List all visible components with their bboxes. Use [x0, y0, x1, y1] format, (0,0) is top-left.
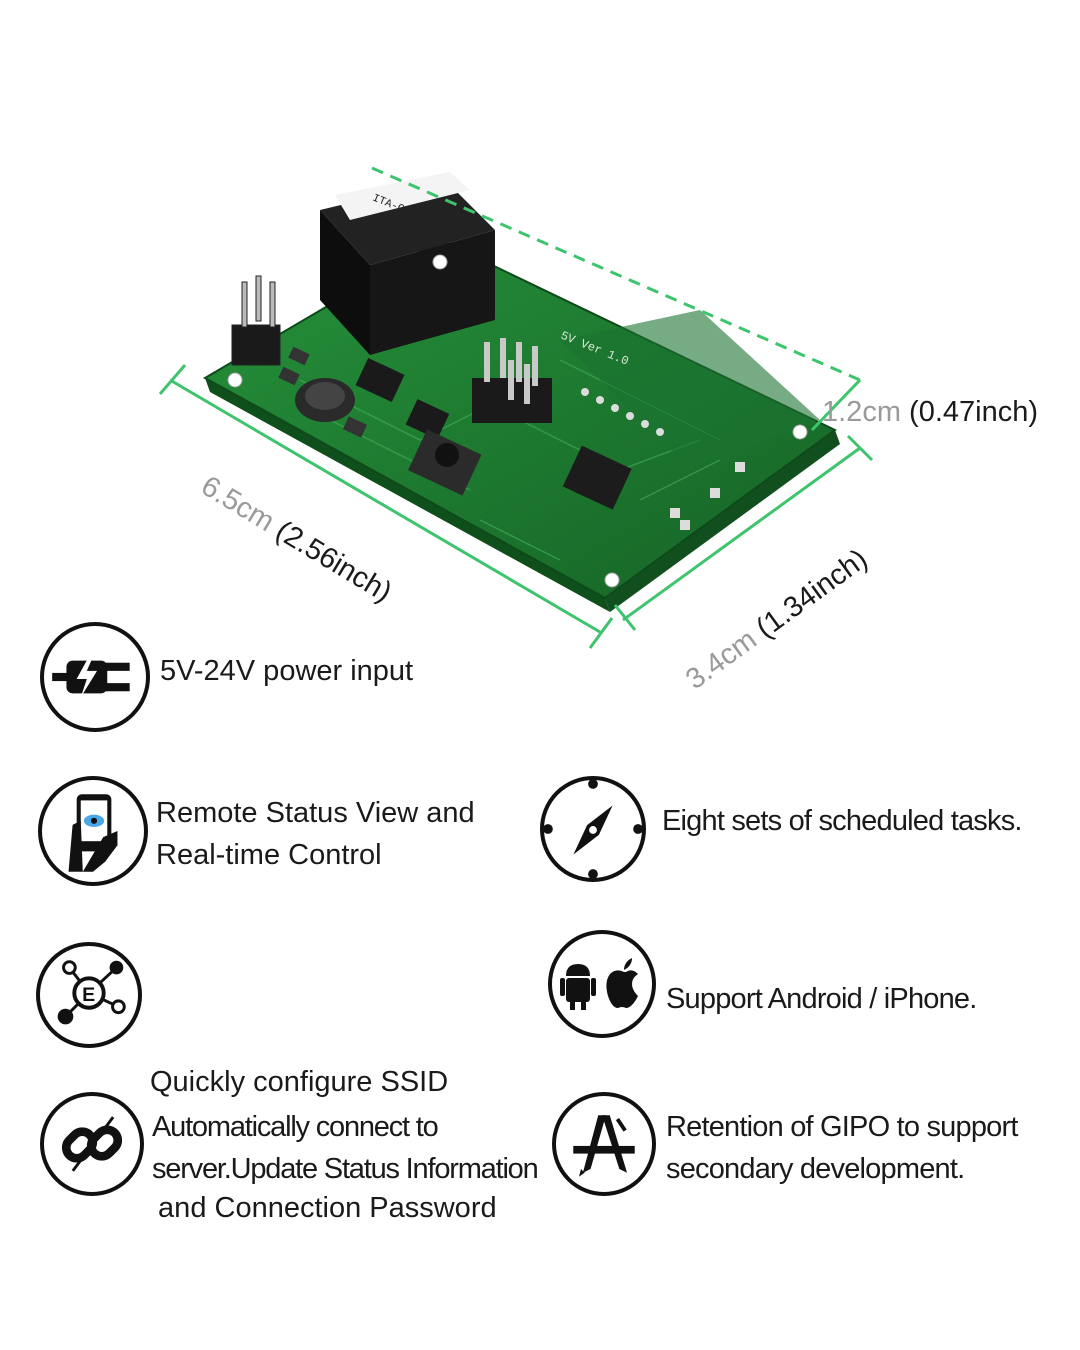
pcb-edge	[205, 378, 610, 612]
pcb-edge-right	[605, 430, 840, 612]
feature-ssid-text: Quickly configure SSID and Connection Pa…	[150, 1066, 497, 1224]
dim-height-right	[810, 378, 862, 432]
dim-length-line	[169, 378, 601, 634]
dim-width-line	[622, 446, 861, 622]
phone-eye-icon	[38, 776, 148, 886]
mcu-chip	[562, 445, 632, 510]
pin-header-left	[231, 275, 281, 366]
dim-height-inch: (0.47inch)	[909, 396, 1039, 428]
dim-height-cm: 1.2cm	[822, 396, 901, 428]
pcb-illustration: ITA-GZ1-GI 5V Ver 1.0	[158, 166, 874, 649]
feature-power-text: 5V-24V power input	[160, 655, 414, 687]
network-e-icon: E	[36, 942, 142, 1048]
solder-pads	[581, 388, 745, 530]
feature-schedule-text: Eight sets of scheduled tasks.	[662, 805, 1022, 837]
power-plug-icon	[40, 622, 150, 732]
feature-connect-text: Automatically connect to server.Update S…	[152, 1111, 539, 1185]
feature-gpio-text: Retention of GIPO to support secondary d…	[666, 1111, 1018, 1185]
feature-remote-text: Remote Status View and Real-time Control	[156, 797, 475, 871]
app-store-icon	[552, 1092, 656, 1196]
android-apple-icon	[548, 930, 656, 1038]
feature-platform-text: Support Android / iPhone.	[666, 983, 977, 1015]
dim-height-top	[371, 166, 861, 382]
mounting-holes	[227, 254, 808, 588]
relay-component: ITA-GZ1-GI	[320, 172, 495, 355]
pin-header-right	[472, 338, 552, 423]
dim-height-label: 1.2cm (0.47inch)	[822, 396, 1038, 429]
compass-icon	[540, 776, 646, 882]
link-icon	[40, 1092, 144, 1196]
svg-text:E: E	[82, 984, 95, 1006]
